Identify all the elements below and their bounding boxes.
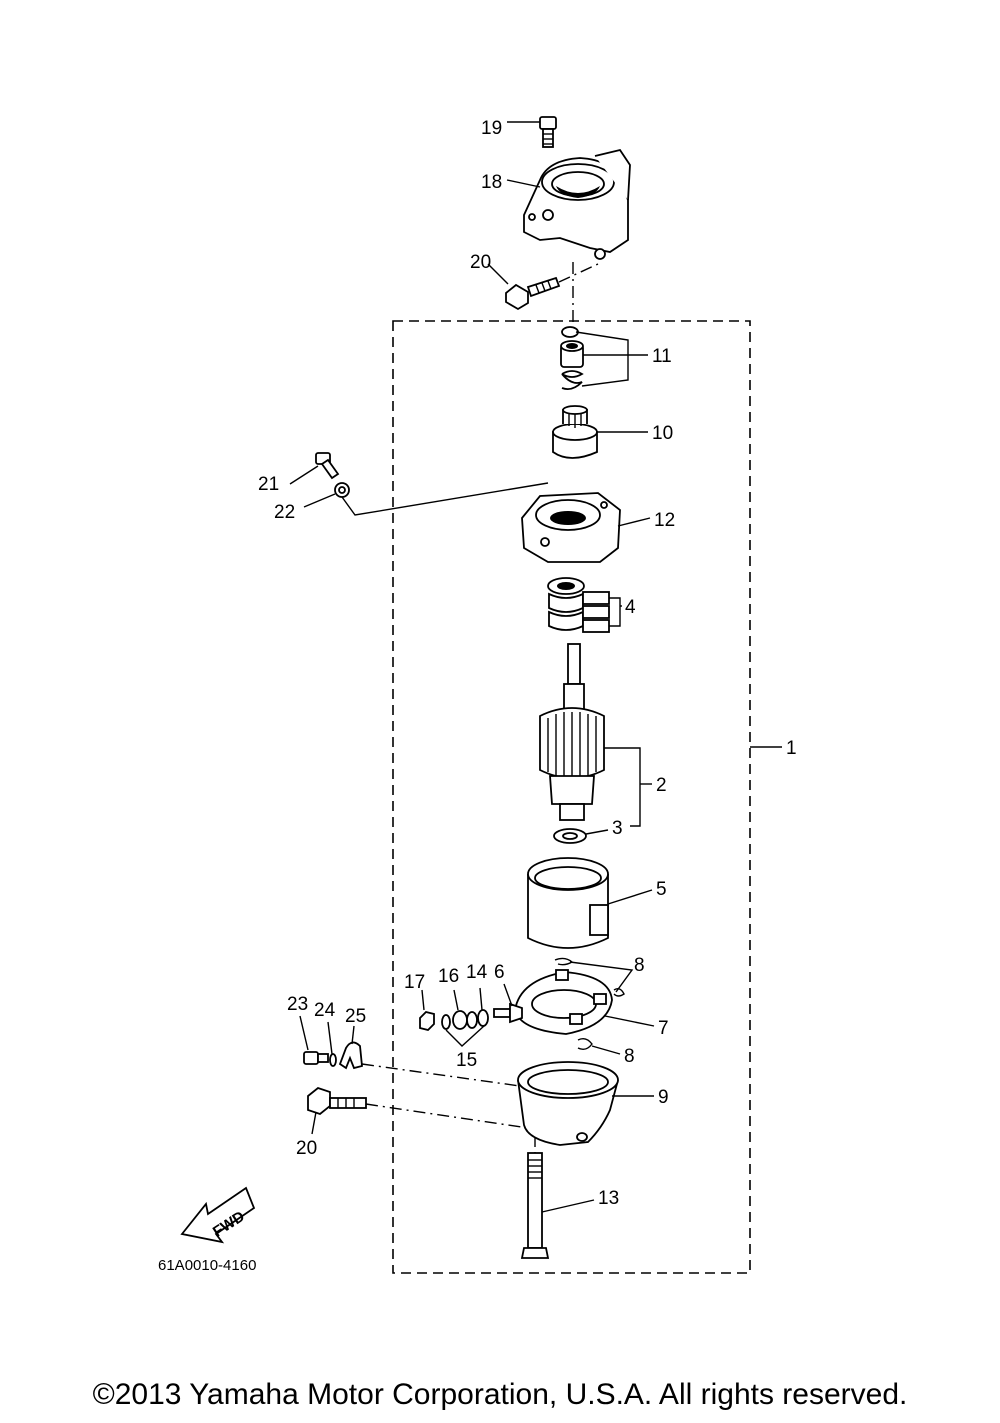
- part-16-nut: [452, 1010, 478, 1030]
- part-5-yoke: [527, 857, 609, 949]
- callout-labels: 19 18 20 11 10 21 22 12 4 1 2 3 5 8 17 1…: [258, 118, 797, 1209]
- part-20-top-bolt: [505, 263, 599, 311]
- part-20-lower-bolt: [307, 1086, 529, 1129]
- part-22-washer: [334, 482, 350, 498]
- callout-9: 9: [658, 1087, 669, 1108]
- fwd-arrow-icon: FWD: [180, 1186, 256, 1244]
- part-18-upper-bracket: [523, 148, 631, 260]
- part-4-brush-set: [547, 577, 610, 633]
- part-24-washer: [329, 1053, 337, 1067]
- part-12-housing: [521, 492, 621, 563]
- callout-11: 11: [652, 346, 672, 367]
- callout-8-lower: 8: [624, 1046, 635, 1067]
- callout-14: 14: [466, 962, 488, 983]
- part-25-clamp: [338, 1041, 363, 1070]
- callout-19: 19: [481, 118, 502, 139]
- callout-12: 12: [654, 510, 675, 531]
- part-3-washer: [553, 828, 587, 844]
- part-14-washer: [477, 1009, 489, 1027]
- callout-6: 6: [494, 962, 505, 983]
- part-8-lower-clip: [577, 1037, 593, 1051]
- callout-8-upper: 8: [634, 955, 645, 976]
- part-21-screw: [315, 452, 340, 480]
- part-9-end-cover: [517, 1061, 619, 1146]
- part-13-through-bolt: [520, 1152, 550, 1259]
- callout-10: 10: [652, 423, 673, 444]
- leader-lines: [289, 121, 782, 1213]
- callout-15: 15: [456, 1050, 477, 1071]
- callout-20-lower: 20: [296, 1138, 317, 1159]
- part-23-screw: [303, 1051, 329, 1065]
- starter-motor-exploded-diagram: FWD 19 18 20: [158, 116, 797, 1274]
- callout-18: 18: [481, 172, 502, 193]
- callout-7: 7: [658, 1018, 669, 1039]
- part-6-terminal: [493, 1002, 523, 1024]
- part-7-brush-plate: [514, 969, 613, 1035]
- part-19-bolt: [539, 116, 557, 148]
- callout-1: 1: [786, 738, 797, 759]
- copyright-notice: ©2013 Yamaha Motor Corporation, U.S.A. A…: [92, 1378, 908, 1411]
- callout-2: 2: [656, 775, 667, 796]
- part-2-armature: [539, 643, 605, 821]
- diagram-code: 61A0010-4160: [158, 1257, 256, 1274]
- callout-20-top: 20: [470, 252, 491, 273]
- part-10-pinion: [552, 405, 598, 459]
- callout-23: 23: [287, 994, 308, 1015]
- part-17-nut: [419, 1011, 435, 1031]
- callout-25: 25: [345, 1006, 366, 1027]
- callout-24: 24: [314, 1000, 336, 1021]
- callout-17: 17: [404, 972, 425, 993]
- callout-4: 4: [625, 597, 636, 618]
- callout-21: 21: [258, 474, 279, 495]
- part-15-washer: [441, 1014, 451, 1030]
- callout-13: 13: [598, 1188, 619, 1209]
- callout-5: 5: [656, 879, 667, 900]
- assembly-boundary: [392, 320, 751, 1274]
- callout-22: 22: [274, 502, 295, 523]
- callout-3: 3: [612, 818, 623, 839]
- callout-16: 16: [438, 966, 459, 987]
- part-11-stopper-set: [560, 326, 584, 391]
